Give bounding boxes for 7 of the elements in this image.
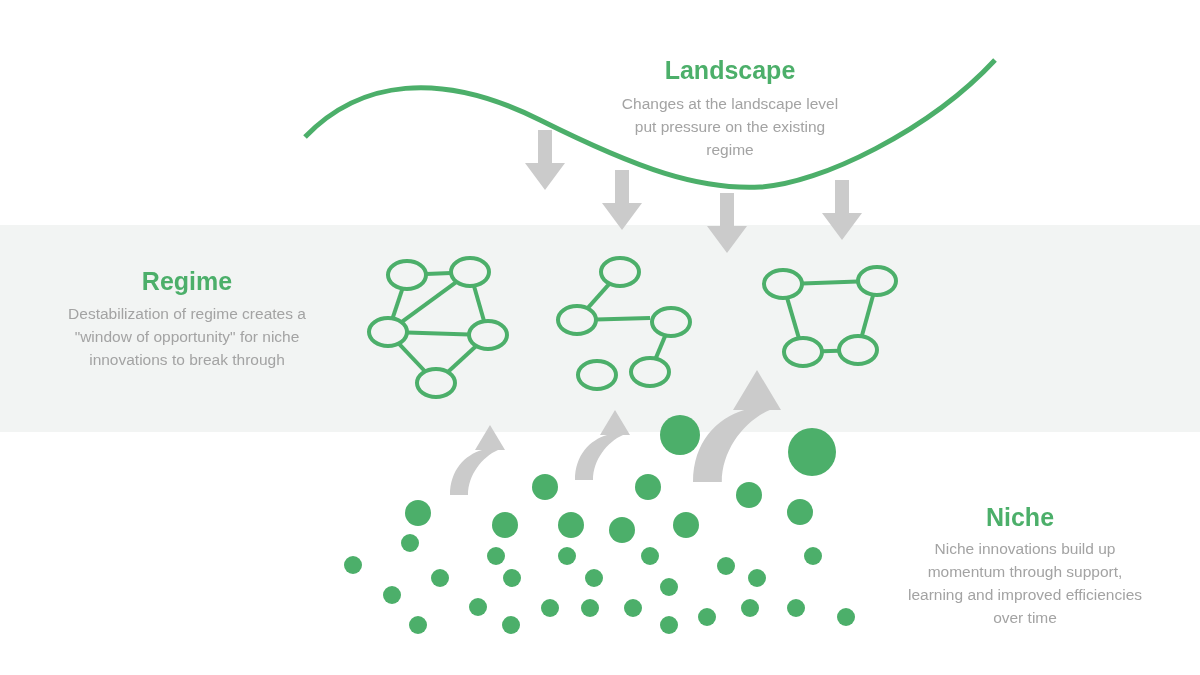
regime-band	[0, 225, 1200, 432]
section-heading: Regime	[141, 267, 233, 296]
section-heading: Niche	[985, 503, 1055, 532]
description-text: Niche innovations build up momentum through support, learning and improved efficiencies over time	[906, 539, 1144, 628]
description-text: Destabilization of regime creates a "window of opportunity" for niche innovations to break through	[67, 304, 307, 370]
description-text: Changes at the landscape level put pressure on the existing regime	[620, 94, 840, 160]
section-heading: Landscape	[664, 56, 796, 85]
